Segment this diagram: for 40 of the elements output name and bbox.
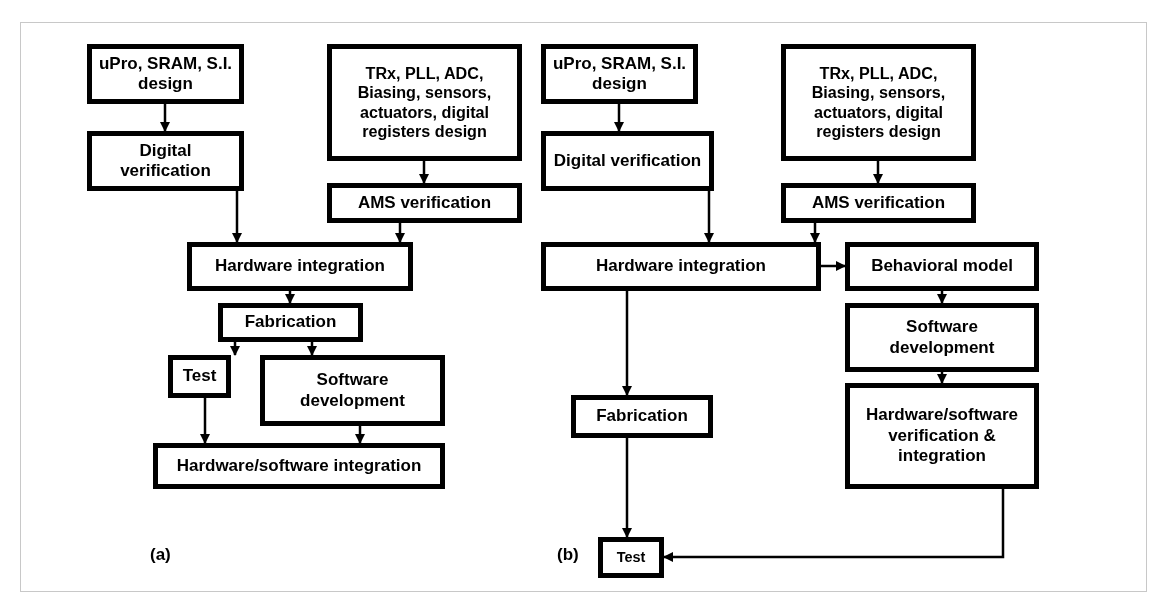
arrow <box>230 342 240 356</box>
process-box: Hardware integration <box>541 242 821 291</box>
arrow <box>307 342 317 356</box>
process-box: uPro, SRAM, S.I. design <box>87 44 244 104</box>
arrow <box>937 291 947 304</box>
arrow <box>663 489 1005 562</box>
arrow <box>355 426 365 444</box>
arrow <box>873 161 883 184</box>
process-box: Software development <box>260 355 445 426</box>
process-box: Digital verification <box>87 131 244 191</box>
process-box: Hardware/software integration <box>153 443 445 489</box>
arrow <box>419 161 429 184</box>
arrow <box>614 104 624 132</box>
arrow <box>810 223 820 243</box>
arrow <box>395 223 405 243</box>
arrow <box>622 291 632 396</box>
arrow <box>937 372 947 384</box>
process-box: Fabrication <box>218 303 363 342</box>
process-box: Test <box>168 355 231 398</box>
process-box: Hardware integration <box>187 242 413 291</box>
process-box: Test <box>598 537 664 578</box>
process-box: TRx, PLL, ADC, Biasing, sensors, actuators, digital registers design <box>781 44 976 161</box>
process-box: TRx, PLL, ADC, Biasing, sensors, actuators, digital registers design <box>327 44 522 161</box>
process-box: AMS verification <box>327 183 522 223</box>
arrow <box>160 104 170 132</box>
arrow <box>232 191 242 243</box>
process-box: Behavioral model <box>845 242 1039 291</box>
process-box: AMS verification <box>781 183 976 223</box>
process-box: Fabrication <box>571 395 713 438</box>
process-box: Digital verification <box>541 131 714 191</box>
panel-label: (a) <box>150 545 171 565</box>
process-box: Software development <box>845 303 1039 372</box>
arrow <box>200 398 210 444</box>
arrow <box>821 261 846 271</box>
arrow <box>704 191 714 243</box>
arrow <box>622 438 632 538</box>
arrow <box>285 291 295 304</box>
process-box: uPro, SRAM, S.I. design <box>541 44 698 104</box>
panel-label: (b) <box>557 545 579 565</box>
process-box: Hardware/software verification & integration <box>845 383 1039 489</box>
